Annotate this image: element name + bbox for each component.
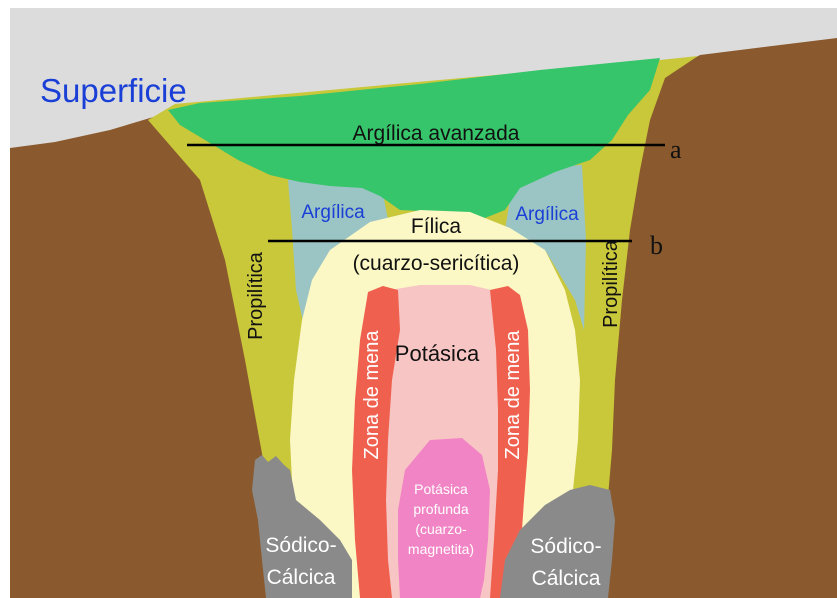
ore-zone-label-right: Zona de mena — [502, 330, 524, 460]
argillic-label-left: Argílica — [301, 202, 365, 223]
phyllic-sublabel: (cuarzo-sericítica) — [353, 252, 520, 275]
sodic-left-line-2: Cálcica — [267, 566, 336, 589]
marker-b: b — [650, 231, 663, 260]
sodic-right-line-2: Cálcica — [532, 567, 601, 590]
potassic-label: Potásica — [395, 341, 480, 366]
propylitic-label-right: Propilítica — [600, 239, 622, 328]
deep-potassic-line-1: Potásica — [414, 481, 468, 497]
deep-potassic-line-2: profunda — [413, 501, 468, 517]
marker-a: a — [670, 135, 682, 164]
deep-potassic-line-3: (cuarzo- — [415, 521, 467, 537]
sodic-right-line-1: Sódico- — [530, 535, 601, 558]
sodic-left-line-1: Sódico- — [265, 534, 336, 557]
surface-label: Superficie — [40, 72, 187, 109]
argillic-label-right: Argílica — [515, 204, 579, 225]
phyllic-label: Fílica — [411, 215, 461, 238]
deep-potassic-zone — [398, 438, 490, 598]
advanced-argillic-label: Argílica avanzada — [353, 122, 520, 145]
ore-zone-label-left: Zona de mena — [361, 330, 383, 460]
deep-potassic-line-4: magnetita) — [408, 541, 474, 557]
propylitic-label-left: Propilítica — [245, 251, 267, 340]
